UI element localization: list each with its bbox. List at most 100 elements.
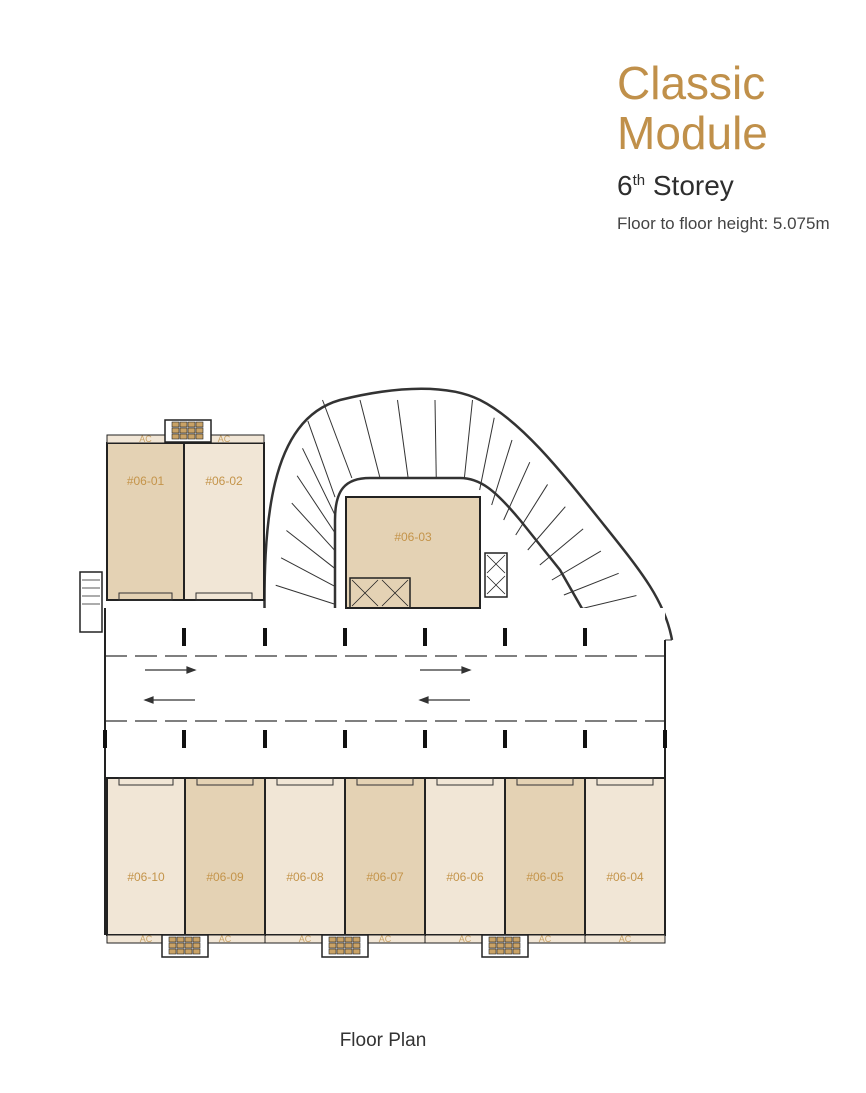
- column: [182, 730, 186, 748]
- ramp-stripe: [503, 462, 531, 521]
- lift-core: [79, 552, 508, 633]
- ac-label: AC: [218, 434, 231, 444]
- column: [103, 730, 107, 748]
- ac-label: AC: [459, 934, 472, 944]
- ac-label: AC: [539, 934, 552, 944]
- ramp-stripe: [551, 550, 602, 581]
- riser-shaft: [161, 934, 209, 958]
- column: [503, 628, 507, 646]
- page-title: Classic Module: [617, 58, 768, 158]
- column: [423, 730, 427, 748]
- ramp-stripe: [291, 502, 336, 552]
- unit-label: #06-03: [394, 530, 432, 544]
- floor-plan-caption: Floor Plan: [339, 1030, 427, 1051]
- ac-label: AC: [140, 934, 153, 944]
- unit-floor: [106, 777, 186, 936]
- arrow-head-icon: [418, 696, 429, 704]
- unit-label: #06-09: [206, 870, 244, 884]
- unit-label: #06-07: [366, 870, 404, 884]
- column: [663, 730, 667, 748]
- ac-label: AC: [219, 934, 232, 944]
- shopfront: [118, 592, 173, 601]
- unit-06-02[interactable]: #06-02 AC: [183, 434, 265, 601]
- title-line-2: Module: [617, 107, 768, 159]
- ramp-stripe: [515, 484, 548, 536]
- unit-label: #06-04: [606, 870, 644, 884]
- column: [583, 730, 587, 748]
- ramp-stripe: [397, 399, 409, 479]
- ramp-stripe: [322, 399, 353, 479]
- column: [263, 730, 267, 748]
- shopfront: [436, 777, 494, 786]
- unit-06-01[interactable]: #06-01 AC: [106, 434, 185, 601]
- ramp-stripe: [463, 399, 473, 479]
- storey-number: 6: [617, 170, 633, 201]
- column: [583, 628, 587, 646]
- arrow-head-icon: [186, 666, 197, 674]
- unit-floor: [264, 777, 346, 936]
- ramp-stripe: [527, 506, 566, 551]
- ramp-stripe: [307, 420, 336, 498]
- shopfront: [118, 777, 174, 786]
- unit-label: #06-08: [286, 870, 324, 884]
- unit-label: #06-01: [127, 474, 165, 488]
- shopfront: [195, 592, 253, 601]
- ramp-stripe: [563, 572, 619, 596]
- unit-floor: [106, 442, 185, 601]
- ramp-stripe: [434, 399, 437, 479]
- column: [263, 628, 267, 646]
- ac-label: AC: [379, 934, 392, 944]
- ramp-stripe: [479, 417, 495, 491]
- unit-label: #06-06: [446, 870, 484, 884]
- ramp-stripe: [539, 528, 584, 566]
- unit-floor: [183, 442, 265, 601]
- shopfront: [356, 777, 414, 786]
- column: [503, 730, 507, 748]
- ramp-stripe: [575, 595, 637, 611]
- shopfront: [276, 777, 334, 786]
- column: [343, 628, 347, 646]
- shopfront: [196, 777, 254, 786]
- ramp-stripe: [280, 557, 336, 587]
- unit-floor: [344, 777, 426, 936]
- ramp-stripe: [296, 475, 336, 534]
- unit-label: #06-02: [205, 474, 243, 488]
- ramp-stripe: [302, 448, 336, 516]
- column: [182, 628, 186, 646]
- column: [423, 628, 427, 646]
- ac-label: AC: [139, 434, 152, 444]
- storey-heading: 6th Storey: [617, 170, 734, 202]
- ramp-stripe: [275, 584, 336, 605]
- ac-label: AC: [299, 934, 312, 944]
- unit-label: #06-05: [526, 870, 564, 884]
- ac-label: AC: [619, 934, 632, 944]
- column: [343, 730, 347, 748]
- unit-floor: [504, 777, 586, 936]
- riser-shaft: [164, 419, 212, 443]
- unit-floor: [424, 777, 506, 936]
- title-line-1: Classic: [617, 57, 766, 109]
- arrow-head-icon: [143, 696, 154, 704]
- corridor: [103, 608, 667, 935]
- ramp-stripe: [286, 530, 336, 569]
- shopfront: [516, 777, 574, 786]
- arrow-head-icon: [461, 666, 472, 674]
- storey-word: Storey: [652, 170, 734, 201]
- storey-suffix: th: [632, 172, 646, 189]
- shopfront: [596, 777, 654, 786]
- unit-floor: [584, 777, 666, 936]
- riser-shaft: [321, 934, 369, 958]
- unit-floor: [184, 777, 266, 936]
- ramp-stripe: [359, 399, 381, 479]
- ramp-stripe: [491, 439, 513, 506]
- floor-height: Floor to floor height: 5.075m: [617, 214, 830, 233]
- riser-shaft: [481, 934, 529, 958]
